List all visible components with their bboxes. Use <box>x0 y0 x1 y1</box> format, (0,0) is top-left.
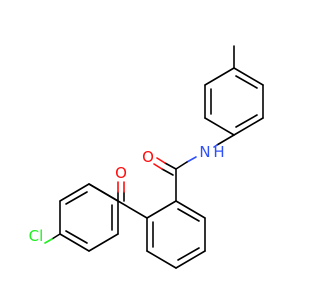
structure-canvas: N H O O C <box>29 45 264 269</box>
molecule-drawing: N H O O C <box>29 45 264 269</box>
chlorophenyl-ring <box>59 183 119 252</box>
ketone-oxygen-label: O <box>115 164 127 182</box>
ring-bond <box>59 233 90 252</box>
ring-bond-shared <box>88 183 119 202</box>
central-benzene-ring <box>146 200 206 269</box>
ring-bond <box>175 250 206 269</box>
n-aryl-bond-n <box>213 144 218 148</box>
ring-bond <box>233 117 264 136</box>
ketone-ring-bond <box>117 200 148 219</box>
ccl-bond-cl <box>44 238 53 244</box>
amide-oxygen-label: O <box>142 148 154 166</box>
ring-double-bond <box>235 114 258 128</box>
amide-co-double-c <box>161 168 174 176</box>
ccl-bond-c <box>51 233 61 240</box>
amide-co-bond-c <box>164 162 177 170</box>
ring-bond <box>146 250 177 269</box>
ring-double-bond <box>235 75 258 89</box>
amide-cn-bond-c <box>175 161 188 170</box>
ring-double-bond <box>177 208 200 222</box>
ring-bond <box>175 200 206 219</box>
ring-double-bond <box>65 191 88 205</box>
ring-double-bond <box>177 247 200 261</box>
ring-bond <box>204 67 235 86</box>
ring-bond <box>88 233 119 252</box>
ring-bond <box>204 117 235 136</box>
amide-co-double-o <box>153 163 163 170</box>
amide-co-bond-o <box>156 157 166 164</box>
ring-double-bond <box>65 230 88 244</box>
chlorine-label: Cl <box>29 227 44 245</box>
tolyl-ring <box>204 45 264 136</box>
nitrogen-label: N <box>199 143 210 161</box>
n-aryl-bond-c <box>216 134 235 146</box>
ring-bond <box>233 67 264 86</box>
ring-bond <box>59 183 90 202</box>
ring-bond <box>146 200 177 219</box>
amide-cn-bond-n <box>186 156 197 163</box>
hydrogen-label: H <box>213 143 224 161</box>
